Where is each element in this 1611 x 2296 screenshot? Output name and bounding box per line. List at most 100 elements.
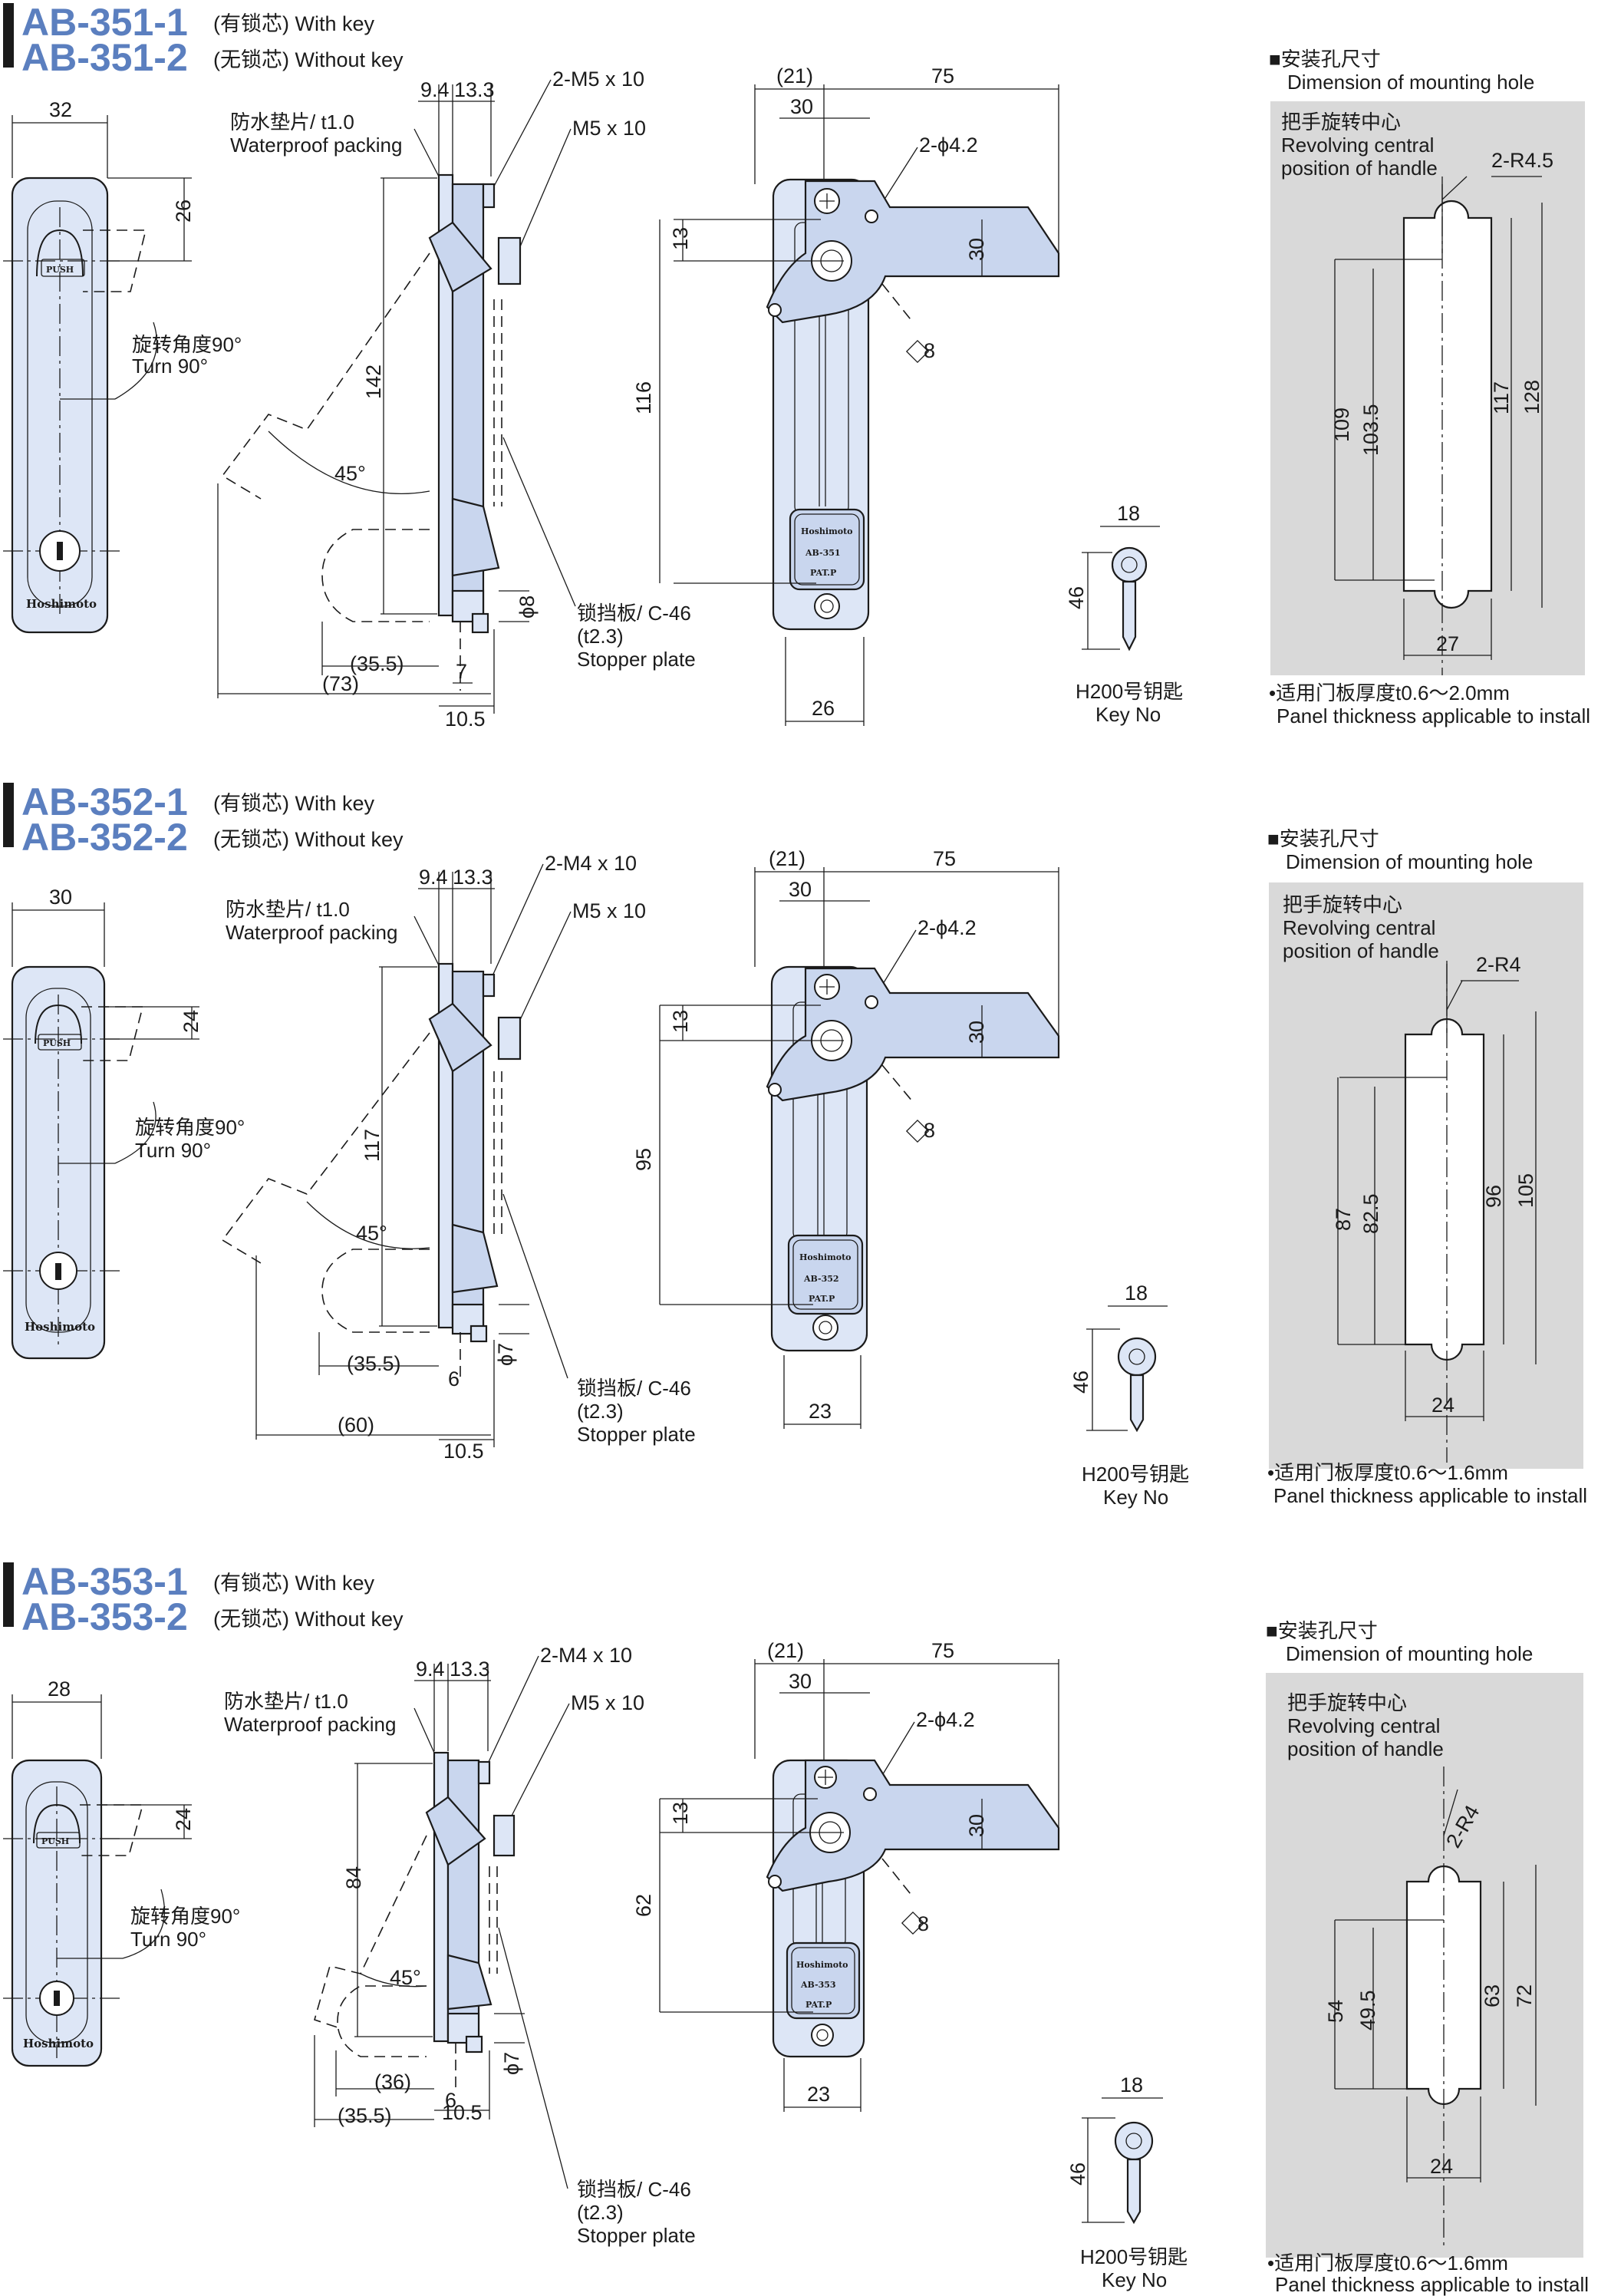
m5-label: M5 x 10: [571, 1691, 644, 1714]
center-en1: Revolving central: [1283, 916, 1435, 939]
thickness-cn: •适用门板厚度t0.6～1.6mm: [1267, 2251, 1508, 2275]
dim-span: 62: [632, 1894, 655, 1917]
thickness-en: Panel thickness applicable to install: [1275, 2273, 1589, 2296]
rear-pat: PAT.P: [809, 1294, 835, 1304]
rear-latch: [766, 180, 1060, 324]
dim-hole-width: 24: [1430, 2155, 1453, 2178]
rear-brand: Hoshimoto: [799, 1252, 852, 1262]
mounting-cutout: [1402, 200, 1493, 609]
rear-view: (21) 75 30 2-ϕ4.2 Hoshimoto AB-351 PAT.P…: [632, 64, 1060, 726]
turn-cn: 旋转角度90°: [135, 1116, 245, 1139]
key-en: Key No: [1102, 2268, 1167, 2291]
packing-cn: 防水垫片/ t1.0: [226, 898, 350, 921]
section-ab-352: AB-352-1 (有锁芯) With key AB-352-2 (无锁芯) W…: [0, 780, 1611, 1559]
dim-13-3: 13.3: [450, 1658, 490, 1681]
dim-dia: ϕ7: [500, 2052, 523, 2075]
dim-13: 13: [669, 227, 692, 250]
push-text: PUSH: [46, 265, 74, 275]
dim-35-5: (35.5): [347, 1352, 401, 1375]
dim-h2: 103.5: [1359, 404, 1382, 456]
mount-en: Dimension of mounting hole: [1286, 850, 1533, 873]
dim-21: (21): [776, 64, 813, 87]
dim-9-4: 9.4: [419, 866, 448, 889]
dim-top: 26: [172, 200, 195, 223]
hole-label: 2-ϕ4.2: [916, 1708, 975, 1731]
side-view: 防水垫片/ t1.0 Waterproof packing 9.4 13.3 2…: [217, 68, 696, 731]
center-en2: position of handle: [1287, 1737, 1444, 1760]
packing-cn: 防水垫片/ t1.0: [230, 111, 354, 134]
with-key-label: (有锁芯) With key: [213, 792, 375, 815]
dim-width: 32: [49, 98, 72, 121]
mounting-hole: ■安装孔尺寸 Dimension of mounting hole 把手旋转中心…: [1267, 827, 1587, 1507]
push-text: PUSH: [41, 1836, 69, 1846]
key-height: 46: [1069, 1371, 1092, 1394]
dim-width: 30: [49, 886, 72, 909]
center-en1: Revolving central: [1287, 1714, 1440, 1737]
dim-bottom-width: 23: [807, 2083, 830, 2106]
title-bar: [3, 1562, 14, 1627]
dim-h1: 54: [1324, 2000, 1347, 2023]
m5-label: M5 x 10: [572, 899, 646, 922]
screw-label: 2-M4 x 10: [545, 852, 637, 875]
rear-model: AB-353: [800, 1980, 836, 1990]
dim-top: 24: [172, 1808, 195, 1831]
screw-label: 2-M4 x 10: [540, 1644, 632, 1667]
dim-13-3: 13.3: [453, 866, 493, 889]
dim-length: 117: [361, 1129, 384, 1162]
key-drawing: 18 46 H200号钥匙 Key No: [1066, 2073, 1188, 2291]
mount-cn: ■安装孔尺寸: [1267, 827, 1379, 850]
dim-length: 84: [342, 1866, 365, 1889]
rear-label-plate: [786, 1941, 861, 2020]
key-en: Key No: [1095, 703, 1161, 726]
stopper-t: (t2.3): [577, 2201, 624, 2224]
dim-h2: 49.5: [1356, 1990, 1379, 2030]
dim-75: 75: [931, 64, 954, 87]
stopper-cn: 锁挡板/ C-46: [577, 602, 691, 625]
dim-7: 6: [448, 1367, 460, 1390]
dim-21: (21): [769, 847, 806, 870]
dim-depth: (73): [322, 672, 359, 695]
without-key-label: (无锁芯) Without key: [213, 828, 404, 851]
dim-h4: 72: [1513, 1984, 1536, 2007]
key-drawing: 18 46 H200号钥匙 Key No: [1069, 1282, 1189, 1509]
with-key-label: (有锁芯) With key: [213, 12, 375, 35]
key-cn: H200号钥匙: [1076, 680, 1183, 703]
brand-text: Hoshimoto: [26, 597, 97, 611]
stopper-t: (t2.3): [577, 1400, 624, 1423]
dim-8: 8: [924, 1119, 935, 1142]
mount-en: Dimension of mounting hole: [1287, 71, 1534, 94]
rear-pat: PAT.P: [806, 2000, 832, 2010]
dim-dia: ϕ8: [516, 595, 539, 619]
mount-en: Dimension of mounting hole: [1286, 1642, 1533, 1665]
side-plate: [433, 1751, 450, 2043]
dim-top: 24: [180, 1010, 203, 1033]
dim-length: 142: [362, 365, 385, 399]
rear-label-plate: [789, 508, 865, 591]
dim-9-4: 9.4: [420, 78, 450, 101]
center-cn: 把手旋转中心: [1281, 111, 1401, 134]
dim-8: 8: [924, 339, 935, 362]
packing-en: Waterproof packing: [224, 1713, 396, 1736]
dim-10-5: 10.5: [445, 708, 486, 731]
rear-model: AB-352: [803, 1274, 839, 1284]
stopper-en: Stopper plate: [577, 1423, 696, 1446]
with-key-label: (有锁芯) With key: [213, 1572, 375, 1595]
rear-view: (21) 75 30 2-ϕ4.2 Hoshimoto AB-352 PAT.P…: [632, 847, 1060, 1429]
dim-30v: 30: [965, 1021, 988, 1044]
title-bar: [3, 783, 14, 847]
thickness-en: Panel thickness applicable to install: [1277, 704, 1590, 727]
title-bar: [3, 3, 14, 68]
rear-latch: [766, 967, 1060, 1102]
model-with-key: AB-351-1: [21, 1, 188, 44]
center-cn: 把手旋转中心: [1287, 1691, 1407, 1714]
dim-radius: 2-R4.5: [1491, 149, 1553, 172]
mounting-hole: ■安装孔尺寸 Dimension of mounting hole 把手旋转中心…: [1269, 48, 1590, 727]
model-with-key: AB-352-1: [21, 780, 188, 823]
key-width: 18: [1120, 2073, 1143, 2096]
dim-7: 6: [445, 2089, 456, 2112]
key-width: 18: [1125, 1282, 1148, 1305]
dim-30: 30: [789, 878, 812, 901]
section-ab-353: AB-353-1 (有锁芯) With key AB-353-2 (无锁芯) W…: [0, 1559, 1611, 2296]
side-view: 防水垫片/ t1.0 Waterproof packing 9.4 13.3 2…: [224, 1644, 696, 2247]
key-height: 46: [1066, 2162, 1089, 2185]
